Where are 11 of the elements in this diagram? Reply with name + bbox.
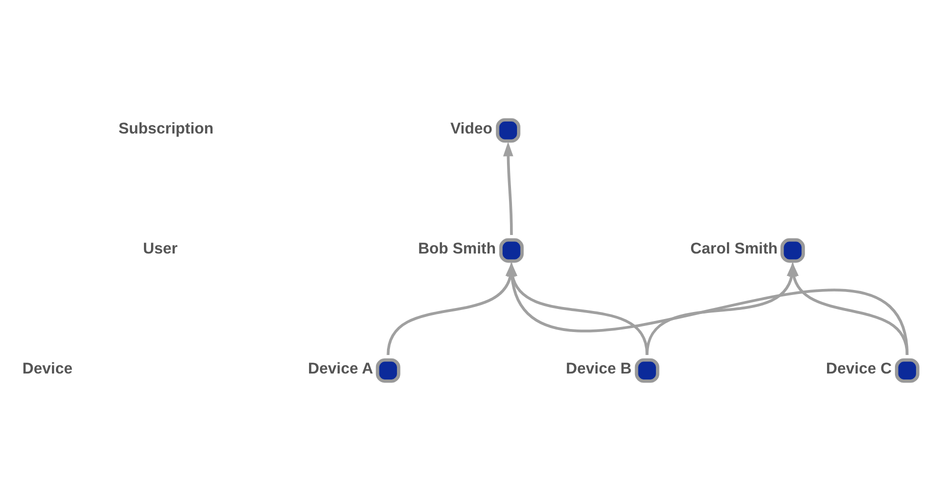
arrow xyxy=(788,262,908,356)
arrow xyxy=(502,142,513,235)
label: Device xyxy=(22,360,72,378)
node-label: Device A xyxy=(308,360,373,378)
node-label: Device C xyxy=(826,360,892,378)
node-label: Device B xyxy=(565,360,632,378)
node-label: Bob Smith xyxy=(418,240,496,258)
label: User xyxy=(142,240,178,258)
node-label: Video xyxy=(450,120,492,138)
label: Subscription xyxy=(118,120,214,138)
node-label: Carol Smith xyxy=(690,240,778,258)
